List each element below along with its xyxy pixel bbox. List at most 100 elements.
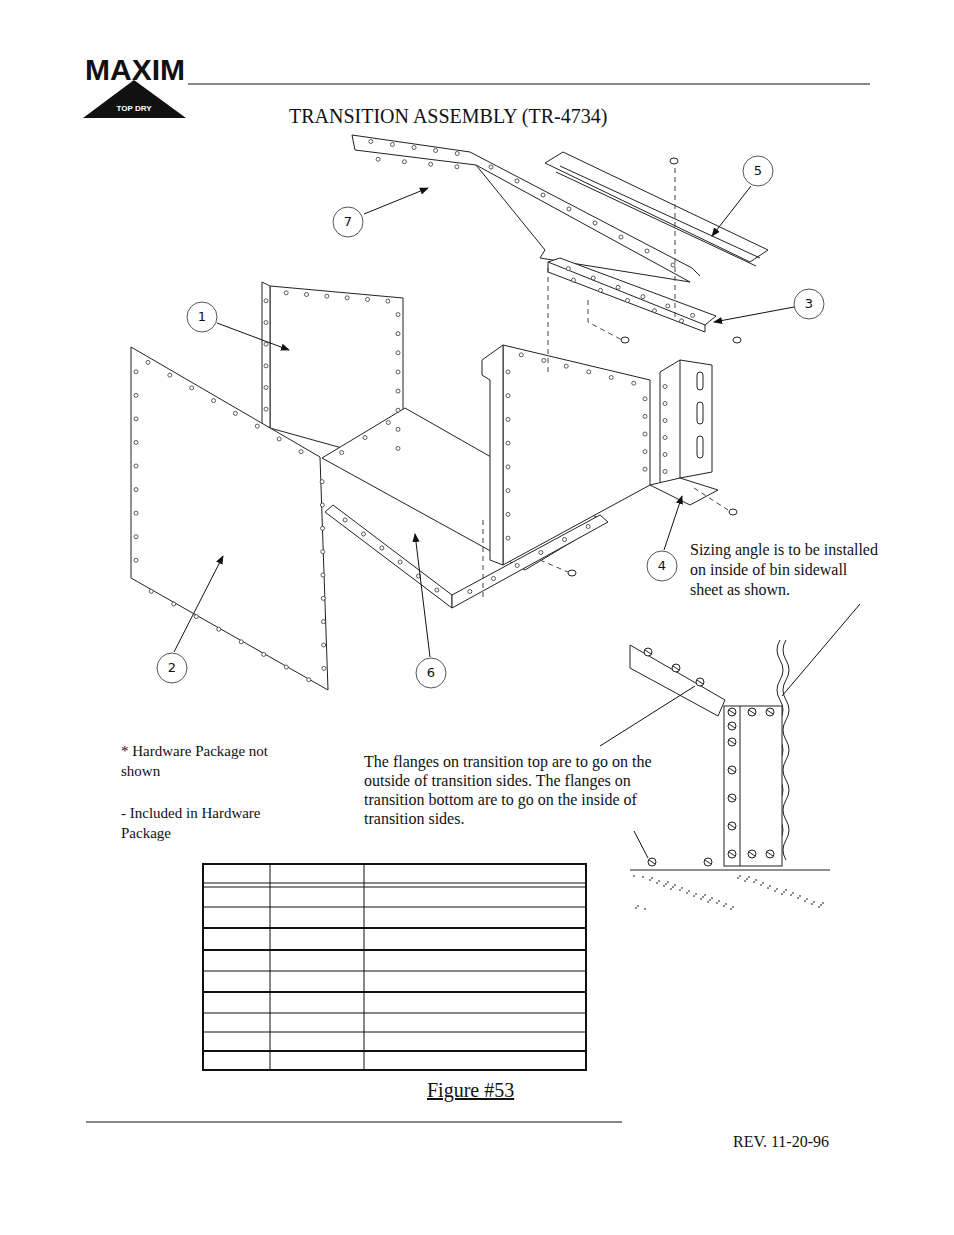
table-grid-part	[203, 1032, 586, 1033]
bolt-hole	[435, 588, 439, 592]
bolt-hole	[643, 467, 647, 471]
bolt-hole	[671, 263, 675, 267]
bolt-hole	[190, 386, 194, 390]
bolt-hole	[380, 546, 384, 550]
transition-top-part	[476, 165, 545, 250]
ground-dot	[718, 900, 720, 902]
callout-circles-part	[794, 289, 824, 319]
bolt-hole	[599, 288, 603, 292]
ground-dot	[725, 903, 727, 905]
ground-dot	[711, 897, 713, 899]
ground-dot	[656, 882, 658, 884]
bolt-hole	[262, 652, 266, 656]
bolt-hole	[134, 535, 138, 539]
ground-dot	[635, 907, 637, 909]
bolt-hole	[396, 446, 400, 450]
bolt-hole	[402, 160, 406, 164]
leader-line	[782, 604, 860, 696]
rule-lines-part	[188, 83, 870, 84]
bolt-hole	[643, 450, 647, 454]
screw-slot	[729, 796, 735, 800]
sizing-angle-part	[697, 372, 703, 390]
ground-dot	[783, 891, 785, 893]
bolt-hole	[643, 432, 647, 436]
ground-dot	[702, 896, 704, 898]
callout-circles-part	[187, 302, 217, 332]
bolt-hole	[149, 589, 153, 593]
bolt-hole	[233, 411, 237, 415]
bolt-hole	[632, 381, 636, 385]
callout-circles-part	[333, 207, 363, 237]
note-text: * Hardware Package not shown	[121, 741, 301, 781]
bolt-hole	[506, 370, 510, 374]
callout-number: 6	[416, 664, 446, 682]
ground-dot	[644, 908, 646, 910]
ground-dot	[790, 894, 792, 896]
screw	[696, 678, 704, 686]
front-side-panel	[131, 347, 328, 690]
bolt-hole	[434, 149, 438, 153]
ground-dot	[732, 906, 734, 908]
angle-part-part	[548, 262, 705, 332]
bolt-hole	[366, 298, 370, 302]
bolt-hole	[591, 276, 595, 280]
bolt-hole	[663, 419, 667, 423]
screw-slot	[729, 768, 735, 772]
rule-lines	[86, 84, 870, 1122]
bolt-hole	[396, 351, 400, 355]
bolt-hole	[489, 165, 493, 169]
drawing-title: TRANSITION ASSEMBLY (TR-4734)	[289, 104, 709, 128]
rule-lines-part	[86, 1121, 622, 1122]
screw	[644, 648, 652, 656]
screw-slot	[729, 852, 735, 856]
ground-dot	[822, 902, 824, 904]
table-grid-part	[270, 864, 271, 1070]
ground-dot	[755, 879, 757, 881]
table-grid	[203, 864, 586, 1070]
ground-dot	[806, 898, 808, 900]
bolt-hole	[307, 678, 311, 682]
bolt-hole	[396, 408, 400, 412]
front-side-panel-part	[131, 347, 328, 690]
screw-slot	[729, 740, 735, 744]
screw-slot	[649, 860, 655, 864]
bolt-hole	[455, 165, 459, 169]
ground-dot	[785, 889, 787, 891]
bolt-hole	[519, 353, 523, 357]
figure-caption: Figure #53	[427, 1078, 567, 1102]
sizing-angle-part	[660, 360, 712, 485]
assembly-dashes-part	[483, 520, 484, 598]
bolt-hole	[363, 436, 367, 440]
screw-slot	[767, 710, 773, 714]
bolt-hole	[264, 321, 268, 325]
screw-slot	[729, 710, 735, 714]
bolt-hole	[390, 143, 394, 147]
table-grid-part	[203, 949, 586, 951]
bolt-holes	[134, 140, 695, 682]
transition-top-part	[352, 135, 355, 150]
bolt-hole	[641, 295, 645, 299]
detail-view-part	[630, 645, 725, 716]
bolt-hole	[264, 386, 268, 390]
screw-slot	[673, 666, 679, 670]
ground-dot	[776, 888, 778, 890]
bolt-hole	[255, 424, 259, 428]
assembly-dashes-part	[694, 488, 728, 510]
bolt-hole	[376, 157, 380, 161]
bolt-hole	[566, 267, 570, 271]
bolt-hole	[564, 364, 568, 368]
leader-line	[634, 831, 648, 858]
screw-slot	[729, 824, 735, 828]
ground-dot	[774, 890, 776, 892]
ground-dot	[744, 880, 746, 882]
angle-part-part	[548, 258, 716, 325]
assembly-dashes-part	[548, 268, 549, 372]
bolt-hole	[515, 179, 519, 183]
bolt-hole	[264, 407, 268, 411]
bolt-hole	[643, 414, 647, 418]
bolt-hole	[134, 440, 138, 444]
screw	[733, 337, 741, 343]
logo-text: MAXIM	[80, 52, 190, 88]
table-grid-part	[203, 927, 586, 929]
ground-dot	[707, 901, 709, 903]
